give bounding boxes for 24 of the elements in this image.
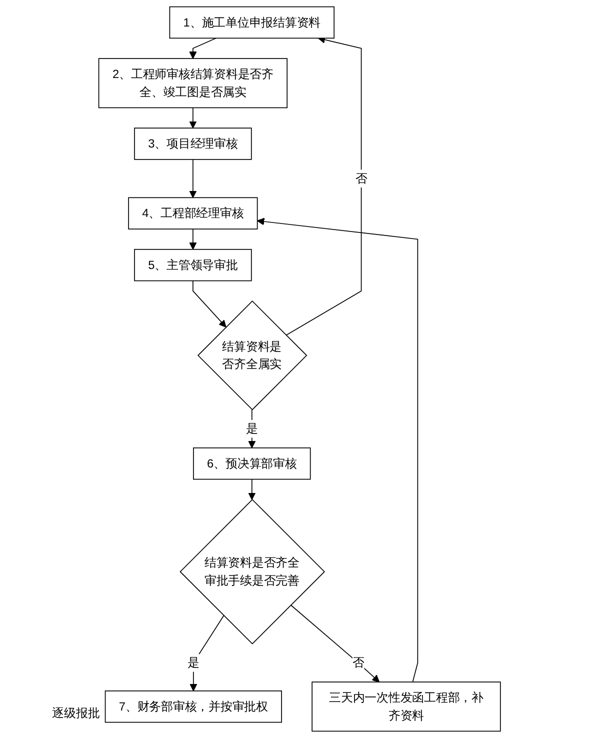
node-box: 4、工程部经理审核 <box>128 197 258 230</box>
edge-label: 否 <box>355 171 368 185</box>
node-box: 三天内一次性发函工程部，补齐资料 <box>312 682 501 732</box>
edge-label: 是 <box>246 422 258 436</box>
arrow <box>286 36 362 336</box>
node-diamond: 结算资料是否齐全属实 <box>197 300 308 410</box>
arrow <box>248 478 256 500</box>
arrow <box>189 159 197 198</box>
arrow <box>256 218 418 682</box>
node-box: 7、财务部审核，并按审批权 <box>104 690 282 723</box>
node-box: 5、主管领导审批 <box>134 248 252 282</box>
node-box: 3、项目经理审核 <box>134 128 252 160</box>
node-note: 逐级报批 <box>52 706 100 721</box>
node-box: 1、施工单位申报结算资料 <box>169 6 334 39</box>
arrow <box>189 38 216 59</box>
node-box: 6、预决算部审核 <box>192 447 311 480</box>
arrow <box>189 228 197 250</box>
node-diamond: 结算资料是否齐全审批手续是否完善 <box>180 499 325 644</box>
edge-label: 是 <box>187 656 200 670</box>
arrow <box>192 280 226 328</box>
edge-label: 否 <box>352 656 364 670</box>
arrow <box>189 107 197 128</box>
node-box: 2、工程师审核结算资料是否齐全、竣工图是否属实 <box>98 58 288 108</box>
arrow <box>290 604 380 682</box>
